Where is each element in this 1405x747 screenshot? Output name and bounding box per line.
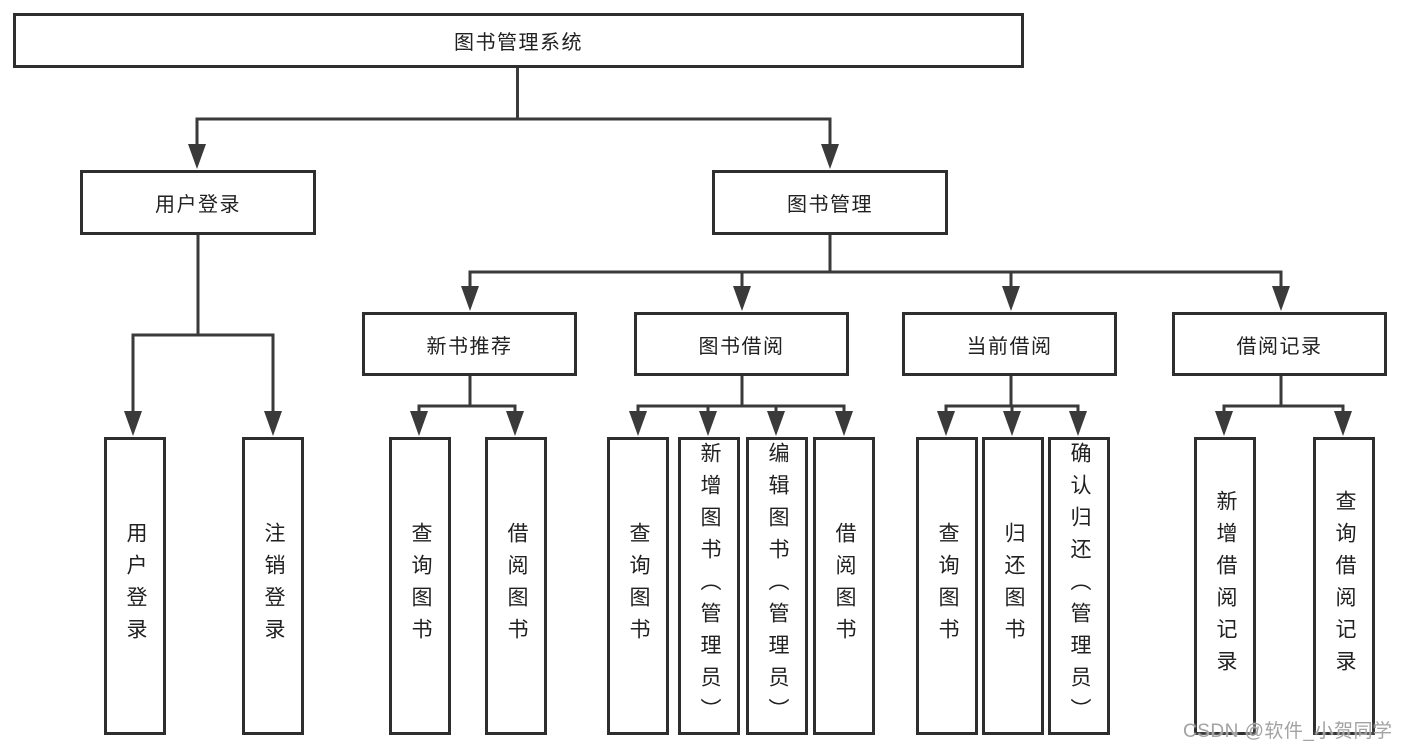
node-borrow-records: 借阅记录 (1172, 312, 1387, 376)
leaf-records-add-record: 新增借阅记录 (1194, 437, 1256, 735)
node-user-login: 用户登录 (80, 170, 316, 235)
node-new-book-recommend: 新书推荐 (362, 312, 577, 376)
leaf-current-return-books: 归还图书 (982, 437, 1044, 735)
leaf-borrow-edit-books-admin: 编辑图书（管理员） (746, 437, 808, 735)
leaf-current-confirm-return-admin: 确认归还（管理员） (1048, 437, 1110, 735)
watermark: CSDN @软件_小贺同学 (1183, 721, 1393, 742)
leaf-logout: 注销登录 (242, 437, 304, 735)
leaf-recommend-borrow-books: 借阅图书 (485, 437, 547, 735)
leaf-current-query-books: 查询图书 (916, 437, 978, 735)
node-book-management: 图书管理 (712, 170, 948, 235)
connector-paths (131, 67, 1345, 413)
node-current-borrow: 当前借阅 (902, 312, 1117, 376)
leaf-borrow-add-books-admin: 新增图书（管理员） (678, 437, 740, 735)
leaf-borrow-borrow-books: 借阅图书 (813, 437, 875, 735)
leaf-user-login: 用户登录 (104, 437, 166, 735)
leaf-borrow-query-books: 查询图书 (607, 437, 669, 735)
node-root: 图书管理系统 (13, 13, 1024, 68)
leaf-records-query-record: 查询借阅记录 (1313, 437, 1375, 735)
leaf-recommend-query-books: 查询图书 (389, 437, 451, 735)
arrowheads (124, 144, 1352, 436)
node-book-borrow: 图书借阅 (634, 312, 849, 376)
